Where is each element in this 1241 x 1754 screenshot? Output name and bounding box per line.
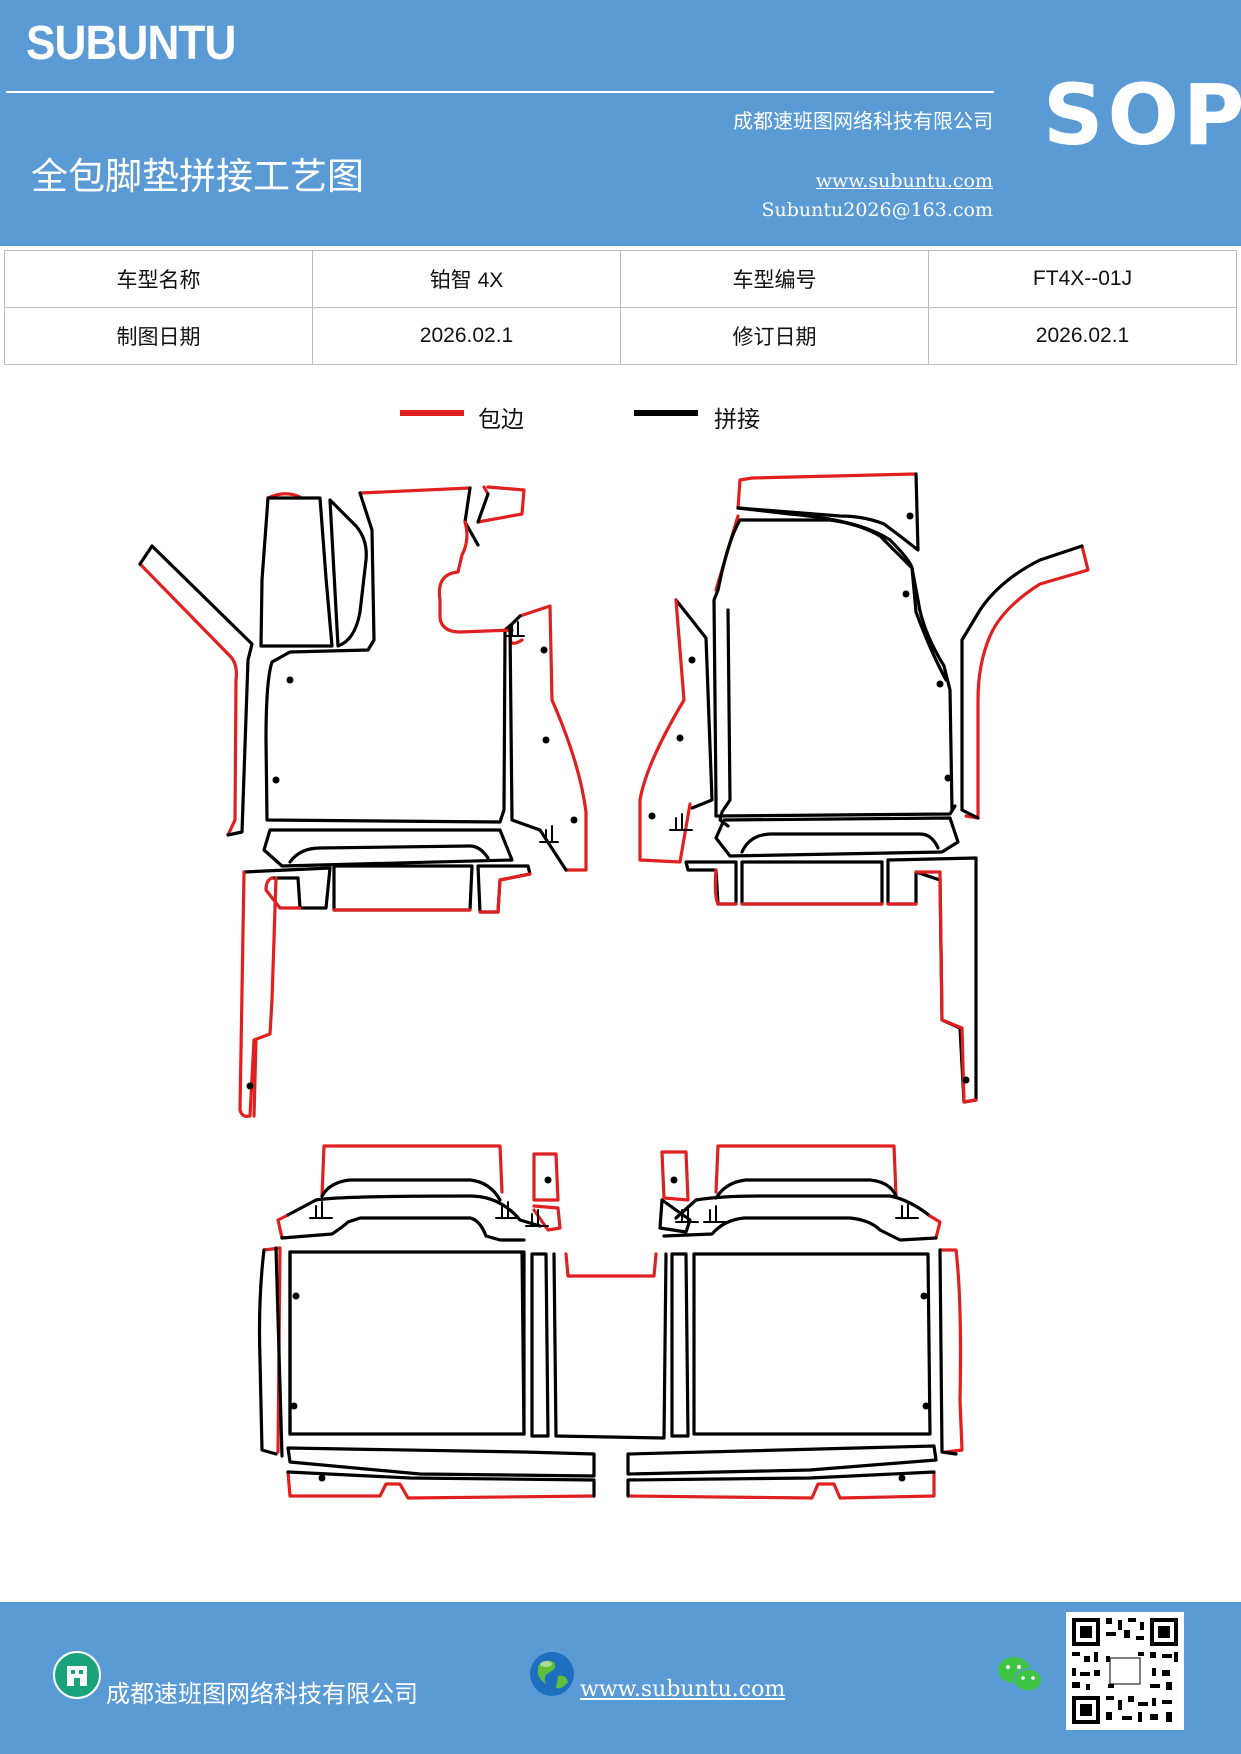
legend-swatch-black xyxy=(634,410,698,416)
model-code-value: FT4X--01J xyxy=(928,250,1237,308)
website-link[interactable]: www.subuntu.com xyxy=(815,170,993,192)
header-divider xyxy=(6,91,994,93)
table-row: 车型名称 铂智 4X 车型编号 FT4X--01J xyxy=(4,250,1237,308)
building-icon xyxy=(53,1651,101,1699)
brand-logo: SUBUNTU xyxy=(26,17,236,70)
header-banner: SUBUNTU 成都速班图网络科技有限公司 全包脚垫拼接工艺图 www.subu… xyxy=(0,0,1241,246)
front-left-mat xyxy=(138,485,588,1118)
table-row: 制图日期 2026.02.1 修订日期 2026.02.1 xyxy=(4,307,1237,365)
revision-date-label: 修订日期 xyxy=(620,307,929,365)
wechat-icon xyxy=(998,1657,1043,1692)
qr-code-pattern xyxy=(1072,1618,1178,1724)
rear-left-mat xyxy=(257,1144,668,1500)
front-right-mat xyxy=(638,472,1090,1104)
sop-badge: SOP xyxy=(1043,66,1241,164)
draw-date-value: 2026.02.1 xyxy=(312,307,621,365)
legend-label: 拼接 xyxy=(714,407,760,433)
legend-label: 包边 xyxy=(478,407,524,433)
footer-banner: 成都速班图网络科技有限公司 www.subuntu.com xyxy=(0,1602,1241,1754)
model-code-label: 车型编号 xyxy=(620,250,929,308)
draw-date-label: 制图日期 xyxy=(4,307,313,365)
document-title: 全包脚垫拼接工艺图 xyxy=(31,155,364,198)
revision-date-value: 2026.02.1 xyxy=(928,307,1237,365)
legend-item-edging: 包边 xyxy=(400,400,540,440)
company-name: 成都速班图网络科技有限公司 xyxy=(733,109,993,133)
model-name-value: 铂智 4X xyxy=(312,250,621,308)
legend-swatch-red xyxy=(400,410,464,416)
floor-mat-diagram xyxy=(138,472,1090,1500)
legend-item-splice: 拼接 xyxy=(634,400,774,440)
email-address: Subuntu2026@163.com xyxy=(761,199,993,221)
footer-website-link[interactable]: www.subuntu.com xyxy=(580,1677,786,1702)
rear-right-mat xyxy=(626,1144,964,1500)
info-table: 车型名称 铂智 4X 车型编号 FT4X--01J 制图日期 2026.02.1… xyxy=(4,250,1237,365)
globe-icon xyxy=(530,1652,574,1696)
footer-company-name: 成都速班图网络科技有限公司 xyxy=(106,1680,418,1708)
model-name-label: 车型名称 xyxy=(4,250,313,308)
qr-code xyxy=(1066,1612,1184,1730)
